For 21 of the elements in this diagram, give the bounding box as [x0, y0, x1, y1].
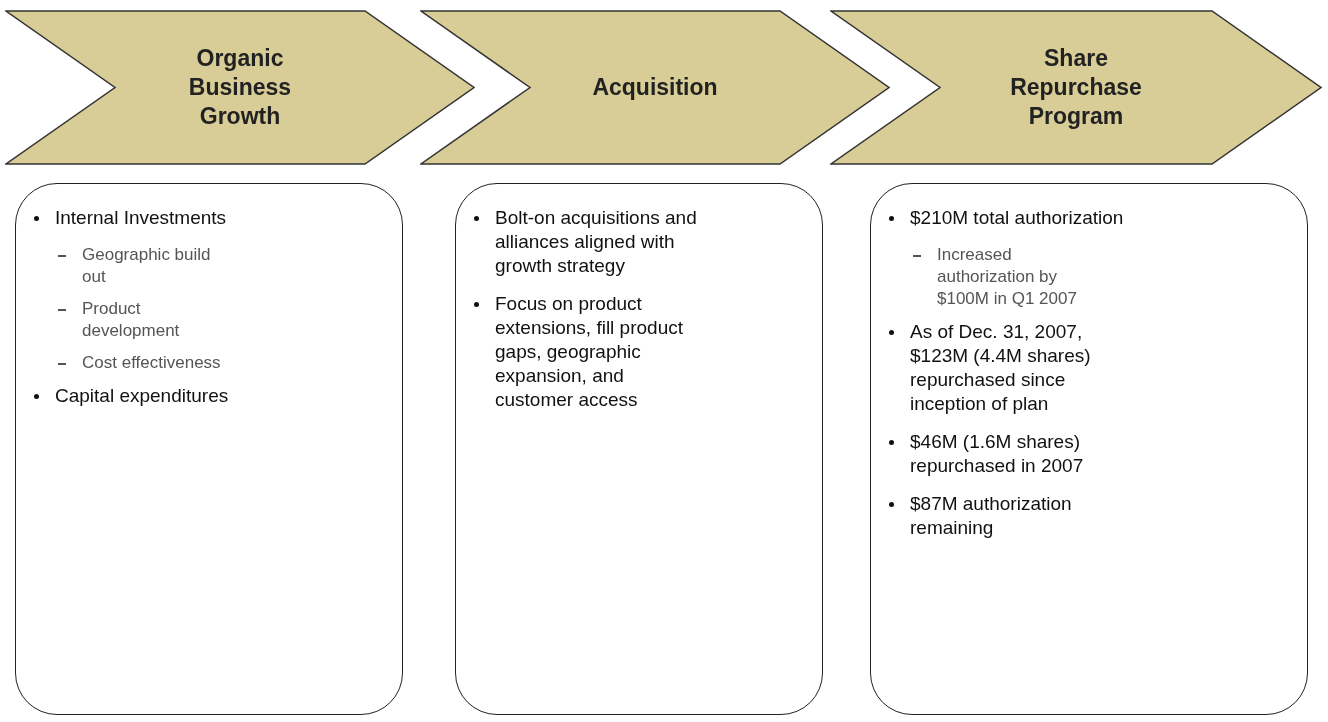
rounded-panel [455, 183, 823, 715]
bullet-text: Bolt-on acquisitions and alliances aligned with growth strategy [495, 206, 698, 278]
stage-title: Acquisition [591, 73, 719, 102]
sub-bullet-text: Geographic build out [82, 244, 212, 288]
bullet-text: As of Dec. 31, 2007, $123M (4.4M shares) repurchased since inception of plan [910, 320, 1092, 416]
bullet-text: Capital expenditures [55, 384, 230, 408]
stage-title: Share Repurchase Program [1009, 44, 1143, 131]
rounded-panel [870, 183, 1308, 715]
bullet-text: $210M total authorization [910, 206, 1125, 230]
stage-banner [5, 10, 475, 165]
rounded-panel [15, 183, 403, 715]
stage-title: Organic Business Growth [187, 44, 293, 131]
sub-bullet-text: Cost effectiveness [82, 352, 222, 374]
bullet-text: $46M (1.6M shares) repurchased in 2007 [910, 430, 1085, 478]
stage-banner [830, 10, 1322, 165]
bullet-text: $87M authorization remaining [910, 492, 1073, 540]
bullet-text: Focus on product extensions, fill product gaps, geographic expansion, and customer access [495, 292, 684, 412]
sub-bullet-text: Product development [82, 298, 181, 342]
bullet-text: Internal Investments [55, 206, 228, 230]
stage-banner [420, 10, 890, 165]
sub-bullet-text: Increased authorization by $100M in Q1 2007 [937, 244, 1078, 310]
